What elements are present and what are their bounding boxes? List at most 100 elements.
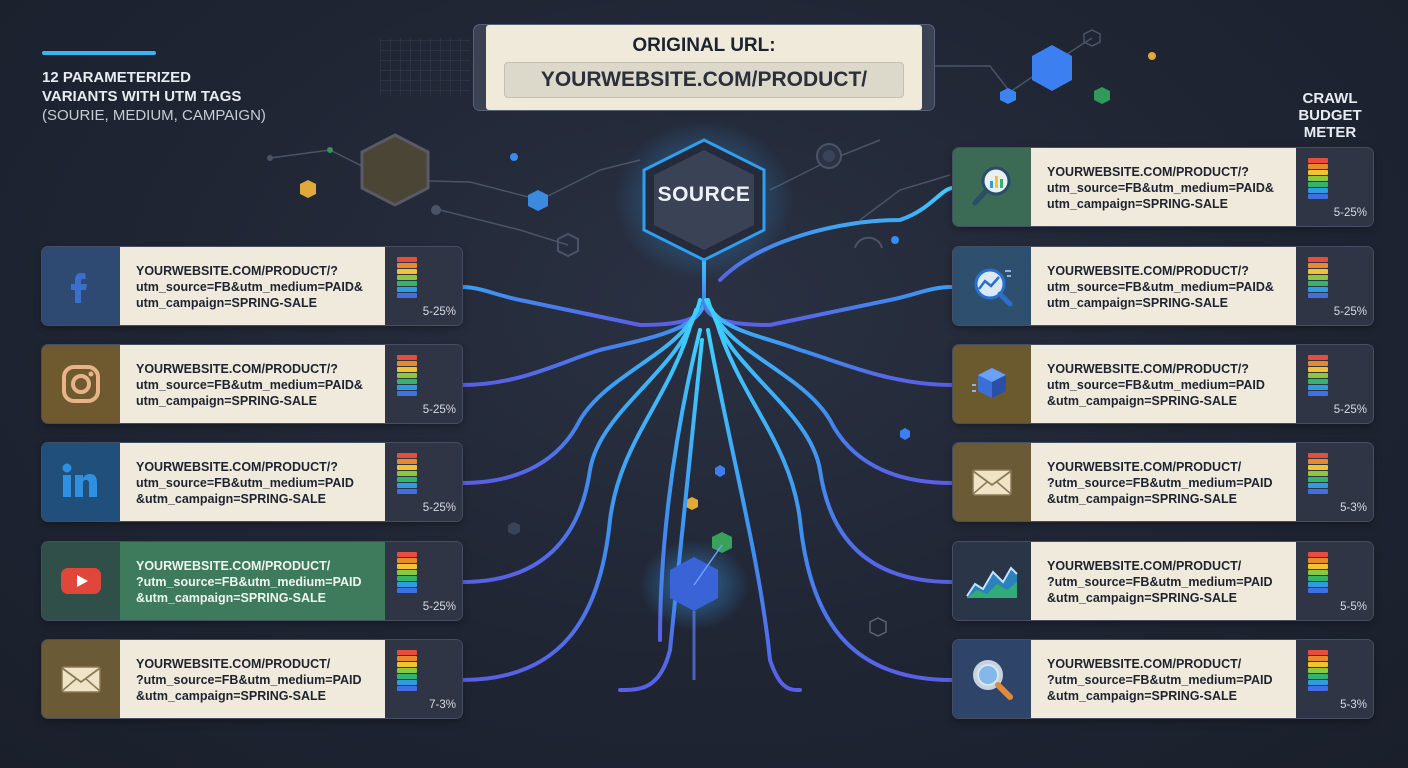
- area-chart-icon: [953, 542, 1031, 620]
- meter-segment: [1308, 373, 1328, 378]
- meter-segment: [1308, 656, 1328, 661]
- crawl-budget-meter: 5-25%: [385, 247, 462, 325]
- variant-url-line: &utm_campaign=SPRING-SALE: [136, 492, 326, 506]
- meter-segment: [1308, 293, 1328, 298]
- envelope-icon: [953, 443, 1031, 521]
- meter-percent: 5-25%: [422, 306, 456, 318]
- meter-segment: [397, 287, 417, 292]
- meter-segment: [397, 269, 417, 274]
- meter-segment: [1308, 465, 1328, 470]
- meter-segment: [397, 257, 417, 262]
- meter-segment: [397, 459, 417, 464]
- meter-percent: 5-25%: [1333, 306, 1367, 318]
- meter-segment: [1308, 650, 1328, 655]
- variant-url-line: utm_source=FB&utm_medium=PAID&: [1047, 280, 1274, 294]
- meter-percent: 5-3%: [1340, 699, 1367, 711]
- left-variant-card: YOURWEBSITE.COM/PRODUCT/?utm_source=FB&u…: [42, 345, 462, 423]
- meter-segment: [397, 281, 417, 286]
- meter-bars: [1308, 355, 1328, 397]
- meter-segment: [1308, 552, 1328, 557]
- crawl-budget-meter: 5-3%: [1296, 443, 1373, 521]
- variant-url-line: YOURWEBSITE.COM/PRODUCT/: [136, 657, 331, 671]
- meter-segment: [397, 275, 417, 280]
- meter-percent: 5-25%: [422, 404, 456, 416]
- variant-url-line: YOURWEBSITE.COM/PRODUCT/?: [1047, 362, 1249, 376]
- right-variant-card: YOURWEBSITE.COM/PRODUCT/?utm_source=FB&u…: [953, 640, 1373, 718]
- meter-segment: [1308, 257, 1328, 262]
- meter-segment: [1308, 459, 1328, 464]
- meter-segment: [1308, 355, 1328, 360]
- crawl-budget-meter: 5-3%: [1296, 640, 1373, 718]
- meter-segment: [1308, 176, 1328, 181]
- diagram-heading: 12 PARAMETERIZED VARIANTS WITH UTM TAGS …: [42, 68, 342, 125]
- instagram-icon: [42, 345, 120, 423]
- variant-url-line: &utm_campaign=SPRING-SALE: [1047, 492, 1237, 506]
- original-url-panel: ORIGINAL URL: YOURWEBSITE.COM/PRODUCT/: [474, 25, 934, 110]
- meter-segment: [397, 367, 417, 372]
- chart-search-icon: [953, 247, 1031, 325]
- variant-url-line: ?utm_source=FB&utm_medium=PAID: [1047, 575, 1273, 589]
- meter-bars: [1308, 650, 1328, 692]
- right-variant-card: YOURWEBSITE.COM/PRODUCT/?utm_source=FB&u…: [953, 148, 1373, 226]
- crawl-budget-meter: 5-25%: [385, 345, 462, 423]
- variant-url: YOURWEBSITE.COM/PRODUCT/? utm_source=FB&u…: [1031, 247, 1296, 325]
- crawl-budget-meter: 5-25%: [1296, 345, 1373, 423]
- meter-segment: [397, 656, 417, 661]
- variant-url-line: &utm_campaign=SPRING-SALE: [1047, 394, 1237, 408]
- meter-segment: [1308, 367, 1328, 372]
- meter-title-line-1: CRAWL: [1302, 90, 1358, 107]
- meter-segment: [1308, 588, 1328, 593]
- meter-segment: [397, 293, 417, 298]
- meter-segment: [1308, 385, 1328, 390]
- variant-url-line: utm_campaign=SPRING-SALE: [1047, 197, 1228, 211]
- meter-segment: [397, 391, 417, 396]
- meter-segment: [397, 680, 417, 685]
- original-url-title: ORIGINAL URL:: [632, 35, 776, 56]
- variant-url-line: YOURWEBSITE.COM/PRODUCT/?: [136, 460, 338, 474]
- meter-percent: 5-25%: [1333, 207, 1367, 219]
- source-label: SOURCE: [657, 183, 751, 206]
- variant-url: YOURWEBSITE.COM/PRODUCT/?utm_source=FB&u…: [120, 542, 385, 620]
- left-variant-card: YOURWEBSITE.COM/PRODUCT/?utm_source=FB&u…: [42, 542, 462, 620]
- meter-segment: [1308, 471, 1328, 476]
- variant-url-line: YOURWEBSITE.COM/PRODUCT/: [136, 559, 331, 573]
- meter-bars: [397, 355, 417, 397]
- meter-segment: [1308, 269, 1328, 274]
- youtube-icon: [42, 542, 120, 620]
- meter-bars: [1308, 552, 1328, 594]
- variant-url-line: ?utm_source=FB&utm_medium=PAID: [136, 673, 362, 687]
- meter-segment: [397, 471, 417, 476]
- meter-segment: [397, 489, 417, 494]
- variant-url-line: utm_source=FB&utm_medium=PAID&: [136, 280, 363, 294]
- meter-segment: [397, 650, 417, 655]
- right-variant-card: YOURWEBSITE.COM/PRODUCT/? utm_source=FB&u…: [953, 345, 1373, 423]
- meter-segment: [1308, 680, 1328, 685]
- crawl-budget-meter: 5-25%: [385, 542, 462, 620]
- variant-url-line: utm_source=FB&utm_medium=PAID: [1047, 378, 1265, 392]
- meter-segment: [1308, 170, 1328, 175]
- right-variant-card: YOURWEBSITE.COM/PRODUCT/? utm_source=FB&u…: [953, 247, 1373, 325]
- variant-url-line: YOURWEBSITE.COM/PRODUCT/?: [1047, 264, 1249, 278]
- meter-segment: [397, 361, 417, 366]
- meter-segment: [397, 373, 417, 378]
- meter-percent: 5-3%: [1340, 502, 1367, 514]
- variant-url-line: utm_source=FB&utm_medium=PAID&: [136, 378, 363, 392]
- variant-url-line: utm_campaign=SPRING-SALE: [136, 296, 317, 310]
- meter-bars: [397, 453, 417, 495]
- meter-segment: [1308, 477, 1328, 482]
- meter-segment: [1308, 489, 1328, 494]
- variant-url-line: &utm_campaign=SPRING-SALE: [136, 591, 326, 605]
- meter-segment: [1308, 182, 1328, 187]
- variant-url-line: YOURWEBSITE.COM/PRODUCT/: [1047, 460, 1242, 474]
- meter-bars: [397, 650, 417, 692]
- meter-segment: [1308, 361, 1328, 366]
- meter-segment: [1308, 194, 1328, 199]
- meter-segment: [397, 355, 417, 360]
- heading-line-3: (SOURIE, MEDIUM, CAMPAIGN): [42, 107, 266, 124]
- variant-url-line: &utm_campaign=SPRING-SALE: [1047, 591, 1237, 605]
- meter-segment: [1308, 263, 1328, 268]
- meter-segment: [397, 477, 417, 482]
- meter-segment: [1308, 188, 1328, 193]
- variant-url-line: YOURWEBSITE.COM/PRODUCT/: [1047, 657, 1242, 671]
- meter-segment: [397, 385, 417, 390]
